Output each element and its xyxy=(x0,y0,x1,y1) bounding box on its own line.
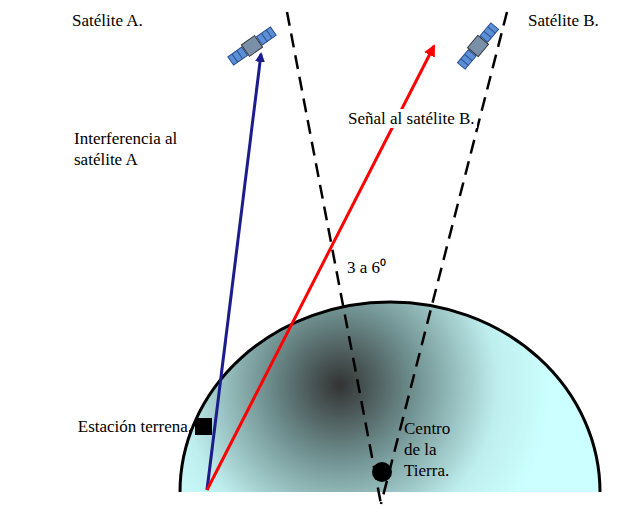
satellite-label: Satélite A. xyxy=(72,11,143,30)
satellite-label: Satélite B. xyxy=(528,11,599,30)
dashed-line xyxy=(381,12,507,504)
earth-center xyxy=(372,462,392,482)
satellite-icon xyxy=(456,22,500,71)
satellite-label-box: Satélite B. xyxy=(528,10,624,31)
arrow-label: Interferencia al satélite A xyxy=(74,129,177,169)
center-label-box: Centro de la Tierra. xyxy=(404,418,462,481)
earth-outline xyxy=(180,302,600,492)
satellite-icon xyxy=(227,25,278,66)
angle-label-box: 3 a 6⁰ xyxy=(347,257,427,278)
angle-label: 3 a 6⁰ xyxy=(347,258,386,277)
arrow-label: Señal al satélite B. xyxy=(346,109,477,128)
arrow-label-box: Señal al satélite B. xyxy=(346,108,546,129)
earth xyxy=(180,302,600,492)
station-label: Estación terrena. xyxy=(78,417,192,436)
satellite-label-box: Satélite A. xyxy=(72,10,222,31)
center-label: Centro de la Tierra. xyxy=(404,419,450,480)
earth-station xyxy=(195,418,212,435)
arrow-label-box: Interferencia al satélite A xyxy=(74,128,200,170)
station-label-box: Estación terrena. xyxy=(8,416,192,437)
interference-arrow xyxy=(207,54,261,490)
